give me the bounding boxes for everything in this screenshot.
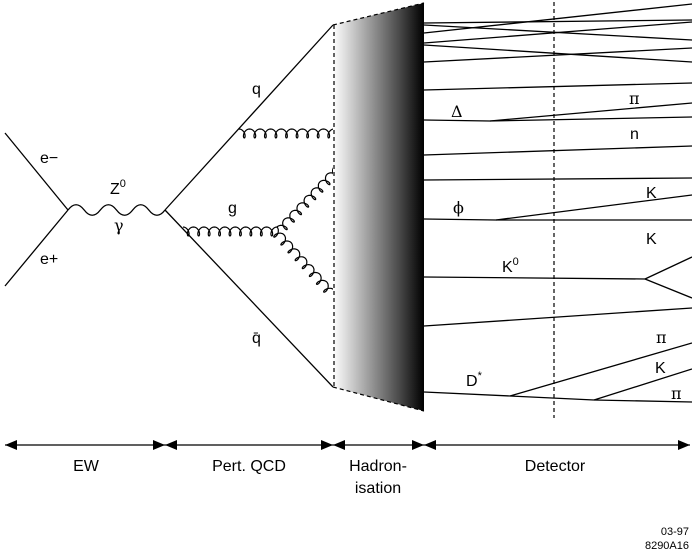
ew-start-arrow <box>5 440 17 450</box>
label-delta: Δ <box>451 102 463 121</box>
label-antiquark: q̄ <box>252 330 261 347</box>
label-phi: ϕ <box>453 198 464 217</box>
hadronisation-region <box>333 3 424 411</box>
stage-hadron-line2: isation <box>355 480 401 497</box>
label-e-minus: e− <box>40 150 58 167</box>
ew-end-arrow <box>153 440 165 450</box>
gluon-lines <box>182 128 338 293</box>
label-gluon: g <box>228 200 237 217</box>
gluon-from-antiquark <box>182 226 278 237</box>
label-k-3: K <box>655 360 666 377</box>
hadron-start-arrow <box>333 440 345 450</box>
stage-hadron-line1: Hadron- <box>349 458 407 475</box>
label-n: n <box>630 126 639 143</box>
figure-code-1: 03-97 <box>661 526 689 538</box>
label-pi-3: π <box>671 384 682 403</box>
label-dstar: D* <box>466 370 483 390</box>
stage-detector: Detector <box>525 458 586 475</box>
hadron-tracks <box>423 3 692 403</box>
stage-axis <box>5 440 690 450</box>
antiquark-line <box>164 209 334 388</box>
quark-line <box>164 24 334 211</box>
label-k-1: K <box>646 185 657 202</box>
label-quark: q <box>252 81 261 98</box>
gluon-from-quark <box>238 128 335 139</box>
gluon-branch-upper <box>276 166 338 231</box>
label-pi-1: π <box>629 89 640 108</box>
stage-pert-qcd: Pert. QCD <box>212 458 286 475</box>
stage-ew: EW <box>73 458 100 475</box>
hadronisation-boundary-top <box>332 2 425 26</box>
label-k0: K0 <box>502 256 519 276</box>
label-z0: Z0 <box>110 178 126 198</box>
qcd-end-arrow <box>321 440 333 450</box>
hadronisation-boundary-bottom <box>332 386 425 412</box>
boson-propagator <box>67 204 166 216</box>
detector-end-arrow <box>678 440 690 450</box>
label-e-plus: e+ <box>40 251 58 268</box>
positron-line <box>4 209 69 287</box>
label-k-2: K <box>646 231 657 248</box>
gluon-branch-lower <box>273 226 335 293</box>
label-gamma: γ <box>114 216 124 235</box>
label-pi-2: π <box>656 328 667 347</box>
figure-code-2: 8290A16 <box>645 540 689 552</box>
electron-line <box>4 132 69 211</box>
qcd-start-arrow <box>165 440 177 450</box>
detector-start-arrow <box>424 440 436 450</box>
hadron-end-arrow <box>412 440 424 450</box>
